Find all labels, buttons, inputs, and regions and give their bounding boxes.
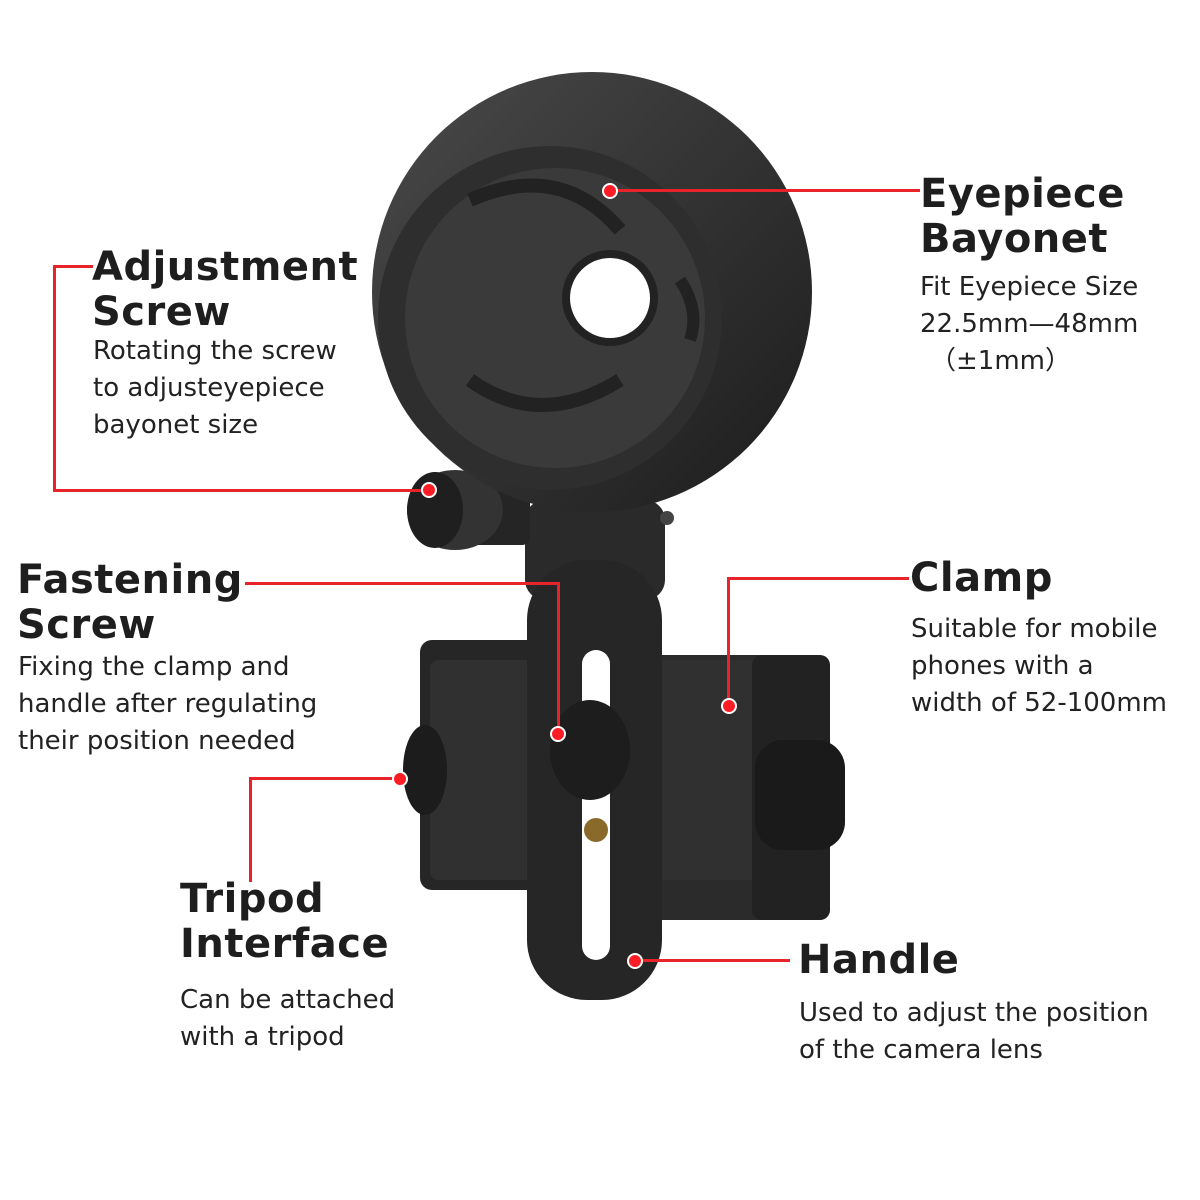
clamp-desc: Suitable for mobile phones with a width … (911, 611, 1167, 722)
tripod-thread (584, 818, 608, 842)
tripod-interface-desc: Can be attached with a tripod (180, 982, 395, 1056)
title-line: Fastening (17, 557, 243, 603)
adjustment-leader-line (53, 265, 56, 492)
handle-marker-dot (627, 953, 643, 969)
eyepiece-marker-dot (602, 183, 618, 199)
tripod-leader-line (249, 777, 252, 882)
desc-line: 22.5mm—48mm (920, 309, 1139, 339)
desc-line: Fixing the clamp and (18, 652, 290, 682)
adjustment-screw-title: Adjustment Screw (92, 245, 358, 335)
adjustment-leader-line (53, 489, 429, 492)
title-line: Screw (17, 602, 156, 648)
adjustment-screw-knob (407, 470, 530, 550)
desc-line: Can be attached (180, 985, 396, 1015)
adjustment-leader-line (53, 265, 93, 268)
desc-line: with a tripod (180, 1022, 345, 1052)
title-line: Adjustment (92, 244, 359, 290)
title-line: Bayonet (920, 216, 1109, 262)
desc-line: Fit Eyepiece Size (920, 272, 1139, 302)
title-line: Handle (798, 937, 960, 983)
title-line: Interface (180, 921, 390, 967)
eyepiece-bayonet-ring (372, 72, 812, 512)
tripod-interface-title: Tripod Interface (180, 877, 389, 967)
fastening-marker-dot (550, 726, 566, 742)
desc-line: bayonet size (93, 410, 259, 440)
eyepiece-bayonet-desc: Fit Eyepiece Size 22.5mm—48mm （±1mm） (920, 269, 1138, 380)
eyepiece-leader-line (610, 189, 920, 192)
desc-line: phones with a (911, 651, 1094, 681)
handle-title: Handle (798, 938, 959, 983)
handle-leader-line (635, 959, 790, 962)
title-line: Clamp (910, 555, 1053, 601)
adjustment-marker-dot (421, 482, 437, 498)
adjustment-screw-desc: Rotating the screw to adjusteyepiece bay… (93, 333, 337, 444)
desc-line: Rotating the screw (93, 336, 337, 366)
desc-line: width of 52-100mm (911, 688, 1168, 718)
tripod-leader-line (249, 777, 401, 780)
desc-line: their position needed (18, 726, 296, 756)
desc-line: Used to adjust the position (799, 998, 1149, 1028)
handle-desc: Used to adjust the position of the camer… (799, 995, 1149, 1069)
desc-line: Suitable for mobile (911, 614, 1158, 644)
title-line: Screw (92, 289, 231, 335)
clamp-title: Clamp (910, 556, 1053, 601)
fastening-leader-line (557, 582, 560, 734)
title-line: Eyepiece (920, 171, 1125, 217)
desc-line: of the camera lens (799, 1035, 1043, 1065)
clamp-leader-line (727, 577, 730, 705)
desc-line: （±1mm） (930, 346, 1071, 376)
handle-bar (525, 500, 674, 1000)
eyepiece-bayonet-title: Eyepiece Bayonet (920, 172, 1125, 262)
tripod-marker-dot (392, 771, 408, 787)
desc-line: to adjusteyepiece (93, 373, 325, 403)
fastening-screw-knob (550, 700, 630, 800)
desc-line: handle after regulating (18, 689, 318, 719)
title-line: Tripod (180, 876, 325, 922)
clamp-marker-dot (721, 698, 737, 714)
fastening-leader-line (245, 582, 560, 585)
clamp-leader-line (727, 577, 909, 580)
fastening-screw-title: Fastening Screw (17, 558, 243, 648)
fastening-screw-desc: Fixing the clamp and handle after regula… (18, 649, 317, 760)
